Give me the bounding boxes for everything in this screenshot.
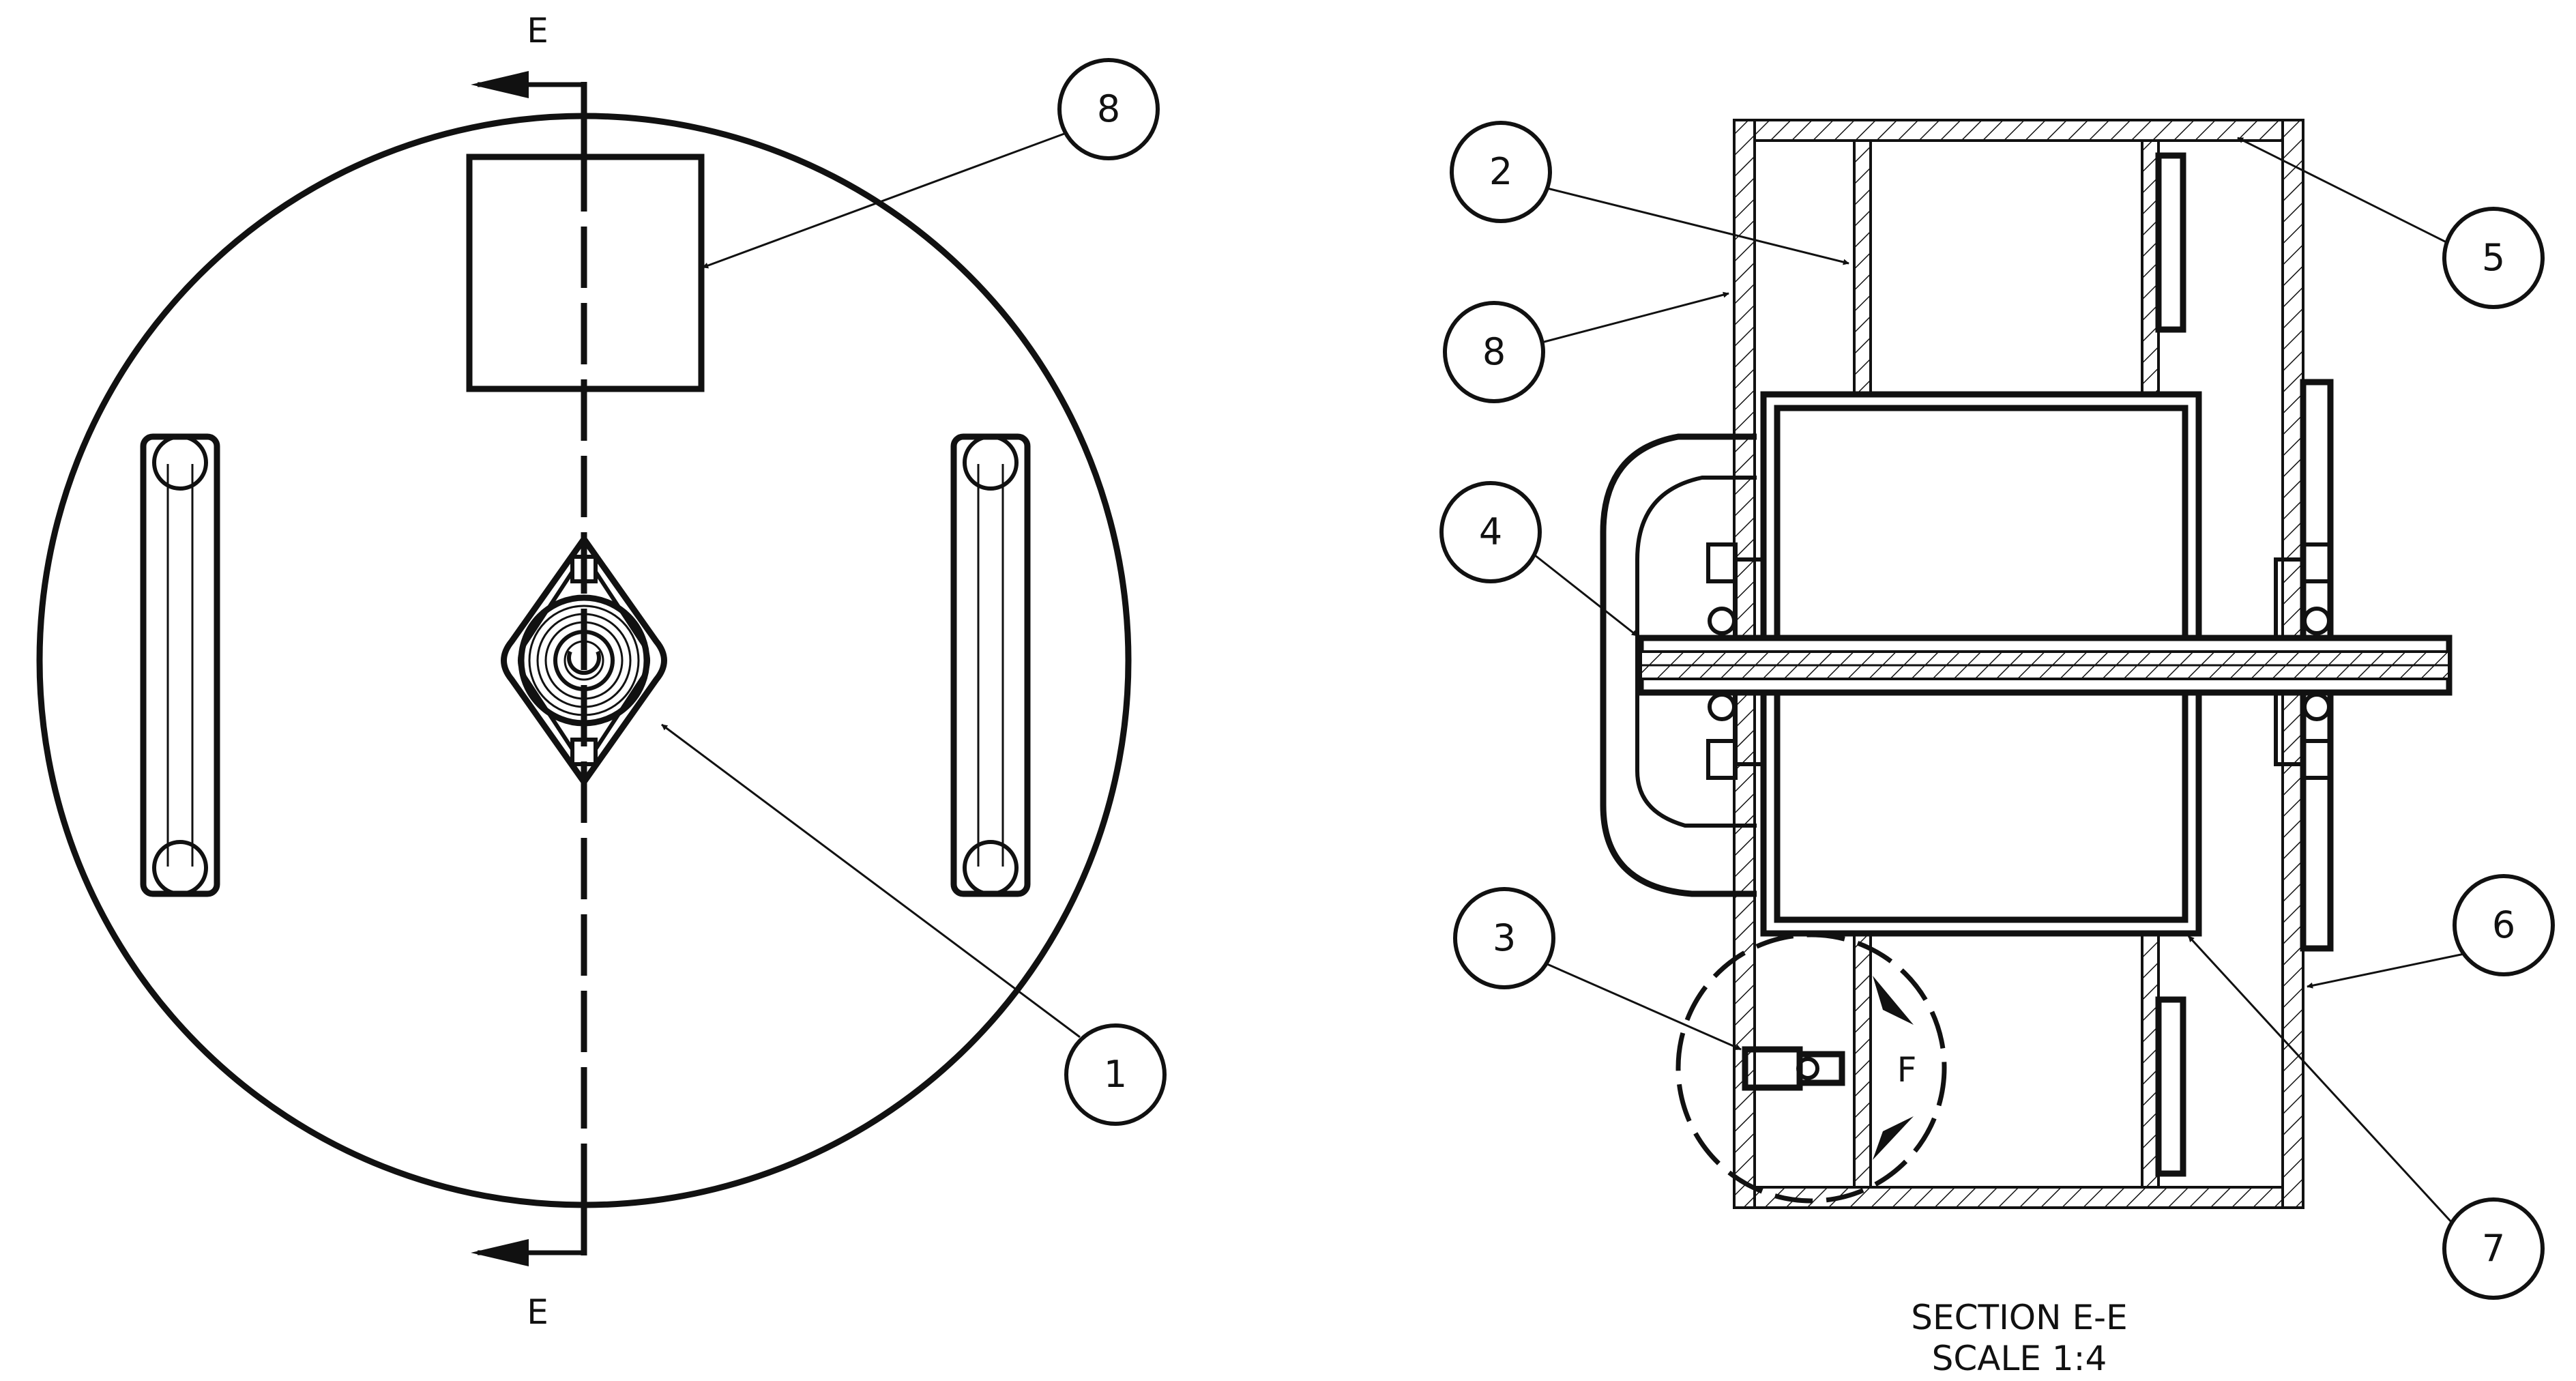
fastener-item-3 xyxy=(1742,1046,1845,1091)
svg-text:8: 8 xyxy=(1482,330,1506,373)
section-arrow-bottom xyxy=(471,1239,529,1266)
leader-1 xyxy=(661,723,1081,1038)
section-arrow-top xyxy=(471,71,529,98)
partition-left-upper xyxy=(1853,139,1872,394)
svg-text:1: 1 xyxy=(1104,1053,1127,1096)
section-view: F xyxy=(1527,119,2465,1225)
balloon-8-right: 8 xyxy=(1443,301,1545,403)
svg-text:4: 4 xyxy=(1479,510,1502,553)
detail-arrow-up xyxy=(1873,976,1914,1025)
section-letter-bottom: E xyxy=(527,1292,548,1332)
housing-bottom-wall xyxy=(1733,1186,2304,1209)
detail-letter-f: F xyxy=(1897,1050,1917,1090)
leader-8-left xyxy=(702,132,1065,269)
leader-5 xyxy=(2237,136,2454,247)
section-line-e xyxy=(471,71,587,1266)
balloon-3: 3 xyxy=(1453,887,1555,989)
balloon-8-left: 8 xyxy=(1057,58,1160,160)
handle xyxy=(1600,433,1757,897)
leader-7 xyxy=(2187,935,2455,1225)
leader-3 xyxy=(1536,958,1742,1051)
balloon-6: 6 xyxy=(2453,874,2555,976)
svg-text:6: 6 xyxy=(2492,903,2515,946)
section-letter-top: E xyxy=(527,11,548,50)
balloon-1: 1 xyxy=(1064,1023,1167,1126)
balloon-2: 2 xyxy=(1450,121,1552,223)
detail-arrow-down xyxy=(1873,1116,1914,1160)
svg-text:7: 7 xyxy=(2482,1227,2505,1270)
leader-2 xyxy=(1536,184,1849,265)
caption-section-title: SECTION E-E xyxy=(1911,1298,2127,1337)
svg-text:5: 5 xyxy=(2482,236,2505,279)
svg-text:8: 8 xyxy=(1097,87,1120,130)
partition-left-lower xyxy=(1853,933,1872,1189)
caption-scale: SCALE 1:4 xyxy=(1932,1339,2107,1378)
balloon-4: 4 xyxy=(1439,481,1542,583)
detail-circle-f xyxy=(1675,932,1947,1204)
svg-text:2: 2 xyxy=(1489,150,1512,193)
leader-8-right xyxy=(1536,291,1729,345)
slot-left xyxy=(140,433,220,897)
leader-6 xyxy=(2307,953,2465,989)
housing-top-wall xyxy=(1733,119,2304,142)
slot-right xyxy=(950,433,1031,897)
svg-text:3: 3 xyxy=(1493,916,1516,959)
leader-4 xyxy=(1527,549,1638,637)
top-view: E E xyxy=(36,11,1132,1332)
balloon-5: 5 xyxy=(2442,207,2545,309)
balloon-7: 7 xyxy=(2442,1197,2545,1300)
